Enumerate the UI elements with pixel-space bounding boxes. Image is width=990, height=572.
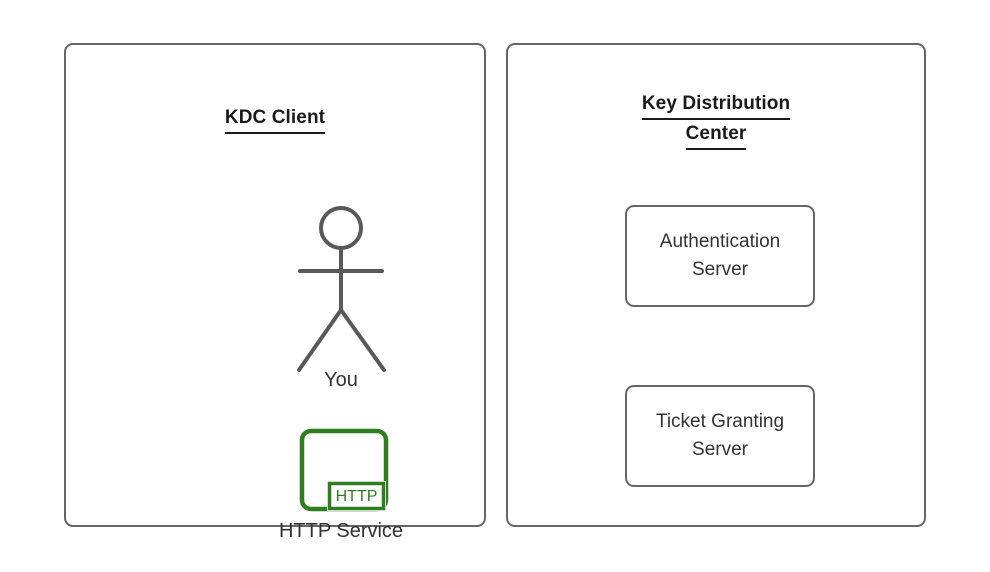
- http-badge-border: [327, 481, 386, 511]
- authentication-server-label: Authentication Server: [660, 228, 780, 284]
- actor-user-label: You: [324, 369, 358, 391]
- panel-kdc-title-line-2: Center: [685, 120, 747, 150]
- panel-kdc-client-title-line-1: KDC Client: [224, 104, 326, 134]
- authentication-server-label-line-1: Authentication: [659, 231, 781, 252]
- panel-kdc-client: KDC Client You HTTP HTTP Service: [64, 43, 486, 542]
- ticket-granting-server-label-line-2: Server: [692, 439, 748, 460]
- ticket-granting-server-label-line-1: Ticket Granting: [655, 411, 785, 432]
- authentication-server-box[interactable]: Authentication Server: [625, 205, 815, 307]
- http-service-icon: HTTP: [299, 428, 389, 512]
- actor-right-leg-line: [339, 308, 386, 372]
- panel-kdc-title: Key Distribution Center: [508, 90, 924, 150]
- panel-kdc-client-title: KDC Client: [66, 104, 484, 134]
- authentication-server-label-line-2: Server: [692, 259, 748, 280]
- actor-user-figure: [297, 206, 386, 372]
- ticket-granting-server-box[interactable]: Ticket Granting Server: [625, 385, 815, 487]
- http-badge-text: HTTP: [336, 488, 378, 505]
- panel-kdc-title-line-1: Key Distribution: [641, 90, 791, 120]
- actor-head-icon: [319, 206, 363, 250]
- ticket-granting-server-label: Ticket Granting Server: [656, 408, 784, 464]
- actor-left-leg-line: [297, 308, 343, 372]
- http-service-label: HTTP Service: [278, 520, 404, 542]
